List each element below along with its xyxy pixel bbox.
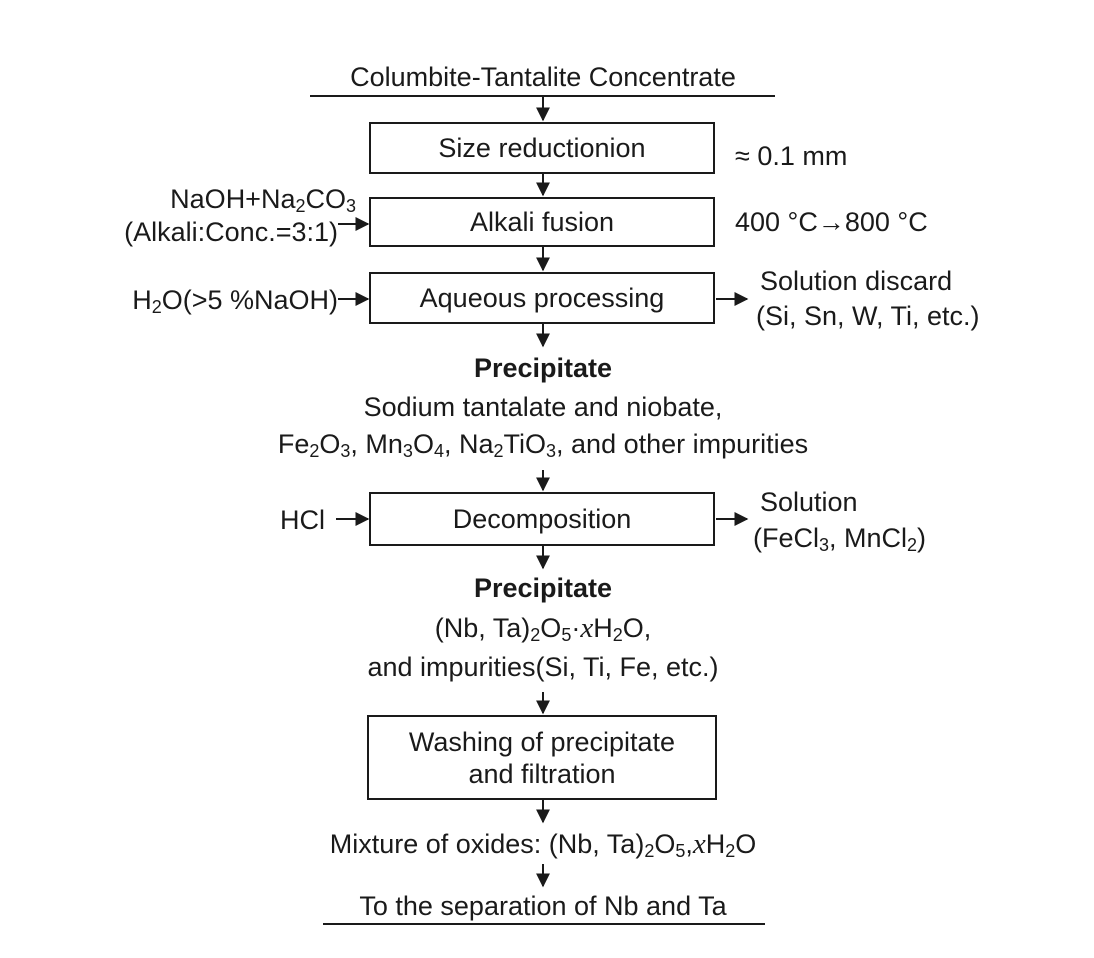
alkali-input-line1: NaOH+Na2CO3 [170, 184, 356, 216]
discard-line1: Solution discard [760, 266, 953, 296]
water-input: H2O(>5 %NaOH) [132, 285, 338, 317]
washing-box: Washing of precipitate and filtration [367, 715, 717, 800]
alkali-input-line2: (Alkali:Conc.=3:1) [124, 217, 338, 247]
precipitate-2-line1: (Nb, Ta)2O5·xH2O, [434, 612, 652, 645]
separation-label: To the separation of Nb and Ta [359, 891, 727, 921]
discard-line2: (Si, Sn, W, Ti, etc.) [756, 301, 980, 331]
solution-line1: Solution [760, 487, 858, 517]
precipitate-1-line1: Sodium tantalate and niobate, [363, 392, 723, 422]
washing-line1: Washing of precipitate [408, 726, 676, 757]
precipitate-1-line2: Fe2O3, Mn3O4, Na2TiO3, and other impurit… [277, 429, 809, 461]
size-note: ≈ 0.1 mm [735, 141, 848, 171]
washing-line2: and filtration [468, 758, 616, 789]
fusion-note: 400 °C→800 °C [735, 207, 928, 237]
precipitate-1-title: Precipitate [473, 353, 613, 383]
solution-line2: (FeCl3, MnCl2) [753, 523, 927, 555]
hcl-input: HCl [280, 505, 325, 535]
precipitate-2-line2: and impurities(Si, Ti, Fe, etc.) [367, 652, 719, 682]
concentrate-label: Columbite-Tantalite Concentrate [350, 62, 736, 92]
mixture-label: Mixture of oxides: (Nb, Ta)2O5,xH2O [329, 828, 757, 861]
alkali-fusion-box: Alkali fusion [369, 197, 715, 247]
precipitate-2-title: Precipitate [473, 573, 613, 603]
size-reduction-box: Size reductionion [369, 122, 715, 174]
aqueous-processing-box: Aqueous processing [369, 272, 715, 324]
decomposition-box: Decomposition [369, 492, 715, 546]
